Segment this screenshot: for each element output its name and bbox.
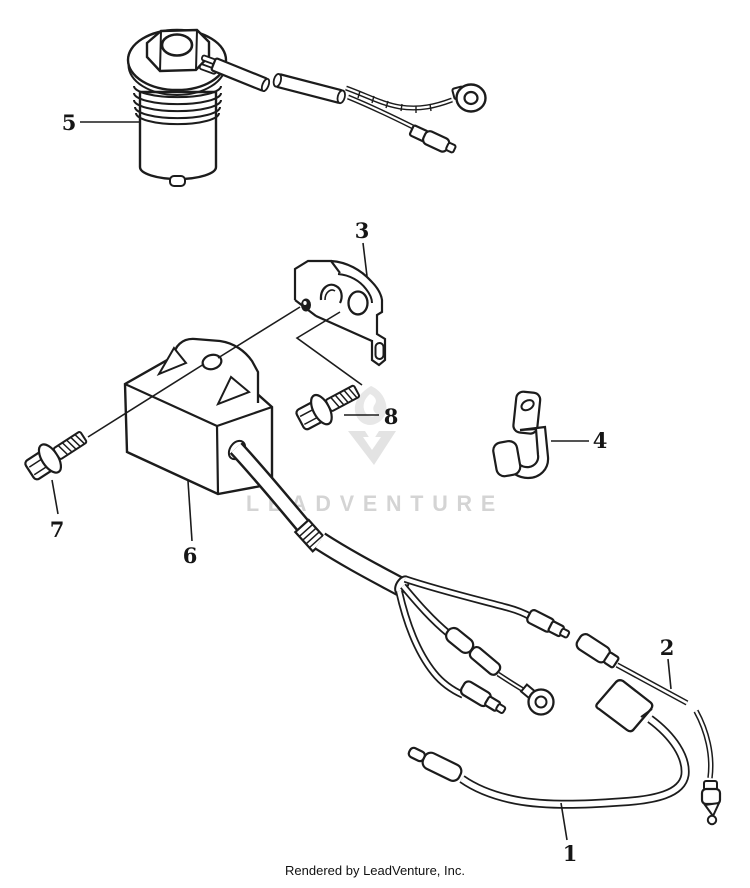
part-7-flange-bolt	[24, 431, 88, 481]
callout-1: 1	[560, 802, 578, 866]
ring-terminal-harness	[527, 688, 555, 716]
callout-6-number: 6	[183, 543, 198, 568]
callout-1-number: 1	[563, 841, 578, 866]
bullet-connector-a	[526, 609, 571, 639]
bullet-connector-c	[459, 680, 507, 714]
callout-2: 2	[660, 635, 675, 690]
callout-4: 4	[551, 428, 607, 453]
callout-7-number: 7	[50, 517, 65, 542]
cable-end-fitting	[700, 780, 722, 826]
bracket-hole-small	[301, 298, 311, 312]
callout-7: 7	[50, 479, 65, 542]
callouts: 5 3 8 4 7 6 2 1	[50, 110, 675, 866]
callout-4-number: 4	[593, 428, 608, 453]
part-5-ignition-coil-cap	[126, 28, 487, 187]
callout-5-number: 5	[62, 110, 77, 135]
part-6-cdi-unit	[123, 337, 274, 496]
callout-2-number: 2	[660, 635, 675, 660]
plug-wire-segment-1	[210, 57, 271, 93]
inline-connector-diamond	[595, 679, 654, 733]
plug-wire-segment-2	[272, 73, 346, 105]
callout-8: 8	[344, 404, 398, 429]
assembly-lines	[87, 306, 363, 438]
bullet-connector-harness-end	[407, 746, 463, 782]
callout-5: 5	[62, 110, 139, 135]
callout-6: 6	[183, 480, 198, 568]
bullet-connector-top	[408, 124, 457, 154]
callout-3-number: 3	[355, 218, 370, 243]
part-2-cable	[575, 633, 722, 826]
render-attribution: Rendered by LeadVenture, Inc.	[285, 863, 465, 878]
part-4-cord-clamp	[492, 390, 550, 480]
part-3-mount-bracket	[293, 259, 387, 367]
callout-3: 3	[355, 218, 370, 277]
ring-terminal-top	[455, 83, 487, 113]
twisted-wire-hatching	[357, 90, 432, 113]
part-1-main-lead-harness	[229, 442, 690, 809]
callout-8-number: 8	[384, 404, 399, 429]
part-8-flange-bolt	[295, 384, 361, 431]
